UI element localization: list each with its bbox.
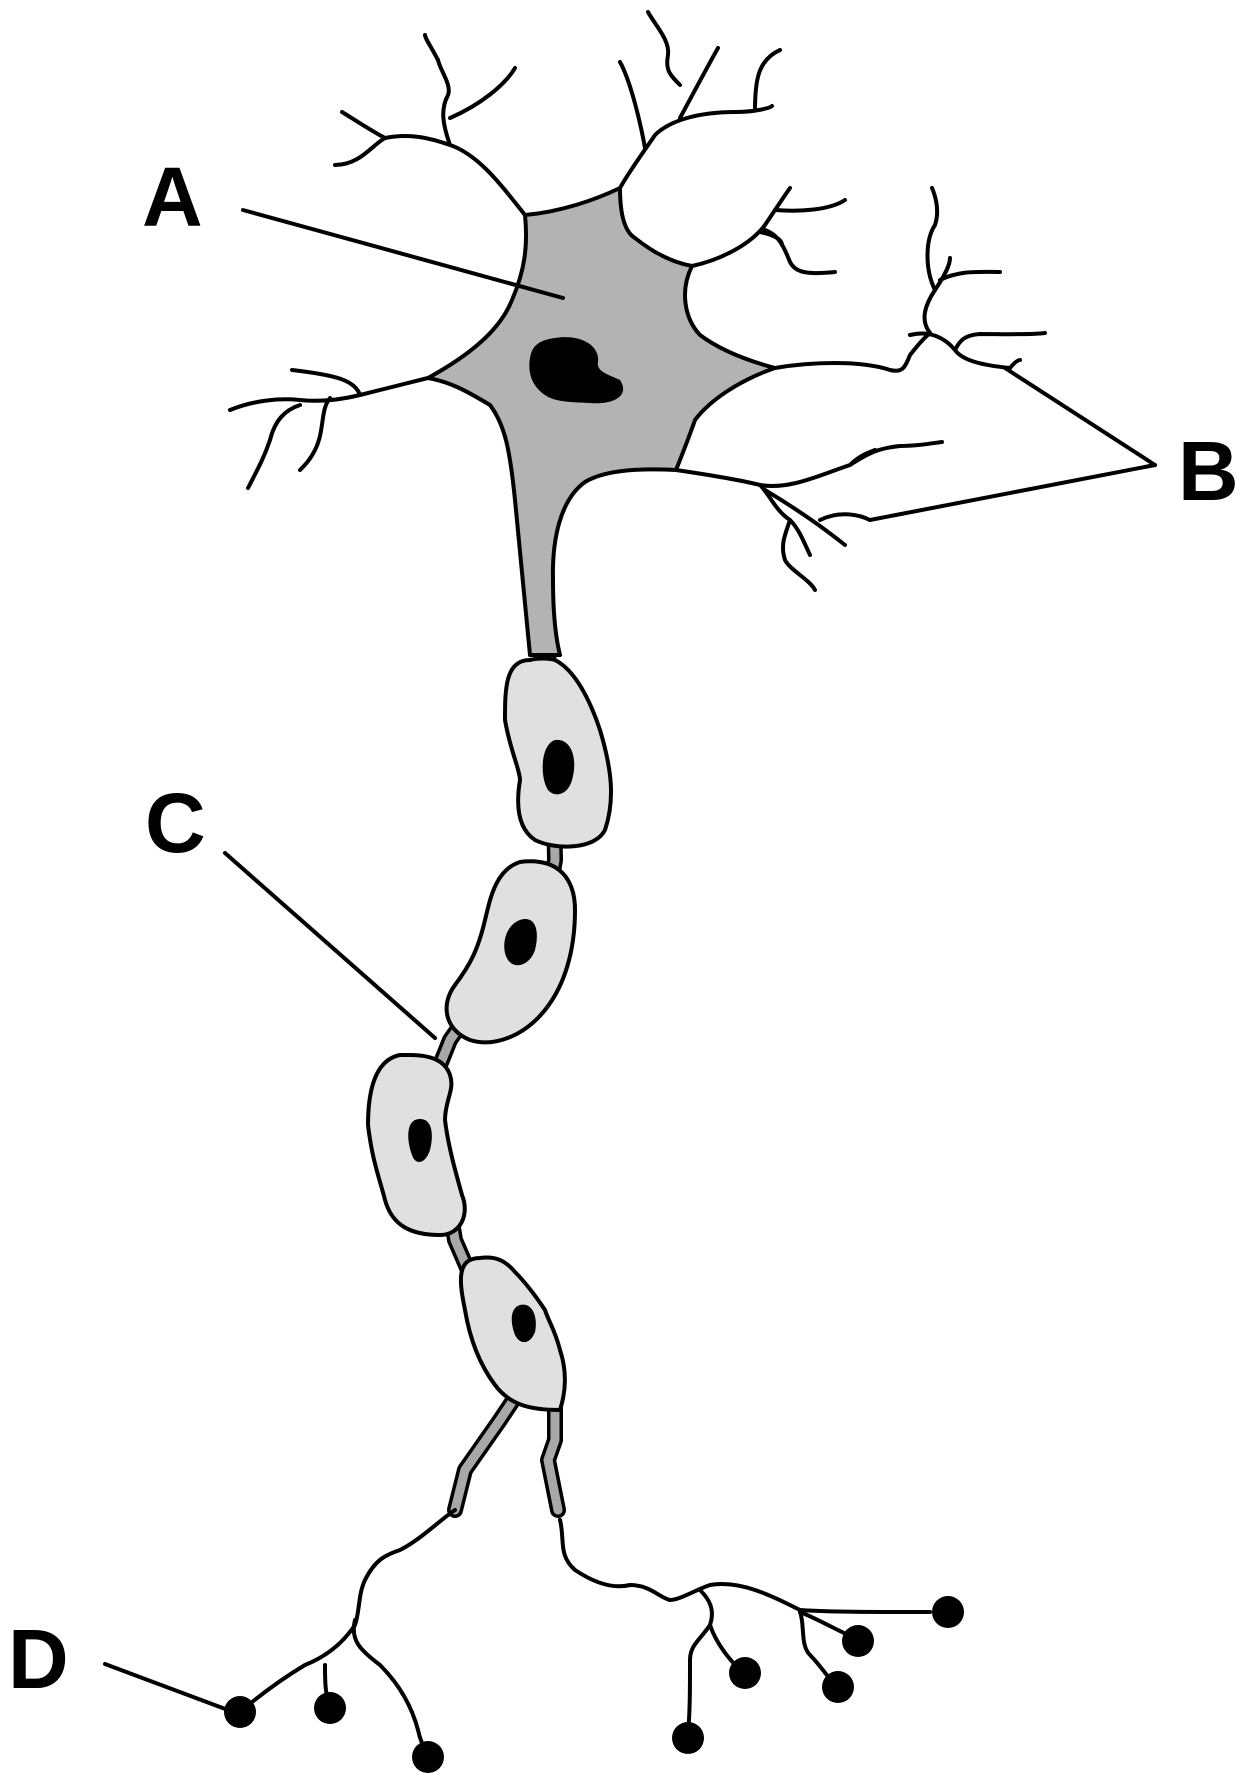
label-d: D	[8, 1612, 69, 1706]
synaptic-terminal	[412, 1741, 444, 1773]
terminal-branch	[240, 1510, 455, 1712]
axon-terminals	[224, 1510, 964, 1773]
dendrite	[692, 188, 790, 266]
synaptic-terminal	[314, 1692, 346, 1724]
synaptic-terminal	[822, 1671, 854, 1703]
leader-line-b-upper	[1005, 368, 1155, 465]
synaptic-terminal	[932, 1596, 964, 1628]
leader-line-b-lower	[870, 465, 1155, 520]
dendrite	[230, 378, 428, 410]
dendrite	[775, 333, 930, 371]
synaptic-terminal	[842, 1625, 874, 1657]
dendrite	[676, 442, 942, 486]
leader-line-a	[243, 210, 563, 298]
leader-line-c	[225, 853, 435, 1038]
schwann-cell	[461, 1258, 565, 1410]
synaptic-terminal	[224, 1696, 256, 1728]
synaptic-terminal	[672, 1722, 704, 1754]
label-b: B	[1178, 424, 1239, 518]
dendrite	[335, 136, 525, 215]
synaptic-terminal	[729, 1657, 761, 1689]
label-a: A	[142, 150, 203, 244]
myelin-sheath	[368, 659, 611, 1411]
leader-line-d	[105, 1664, 228, 1710]
label-c: C	[145, 776, 206, 870]
